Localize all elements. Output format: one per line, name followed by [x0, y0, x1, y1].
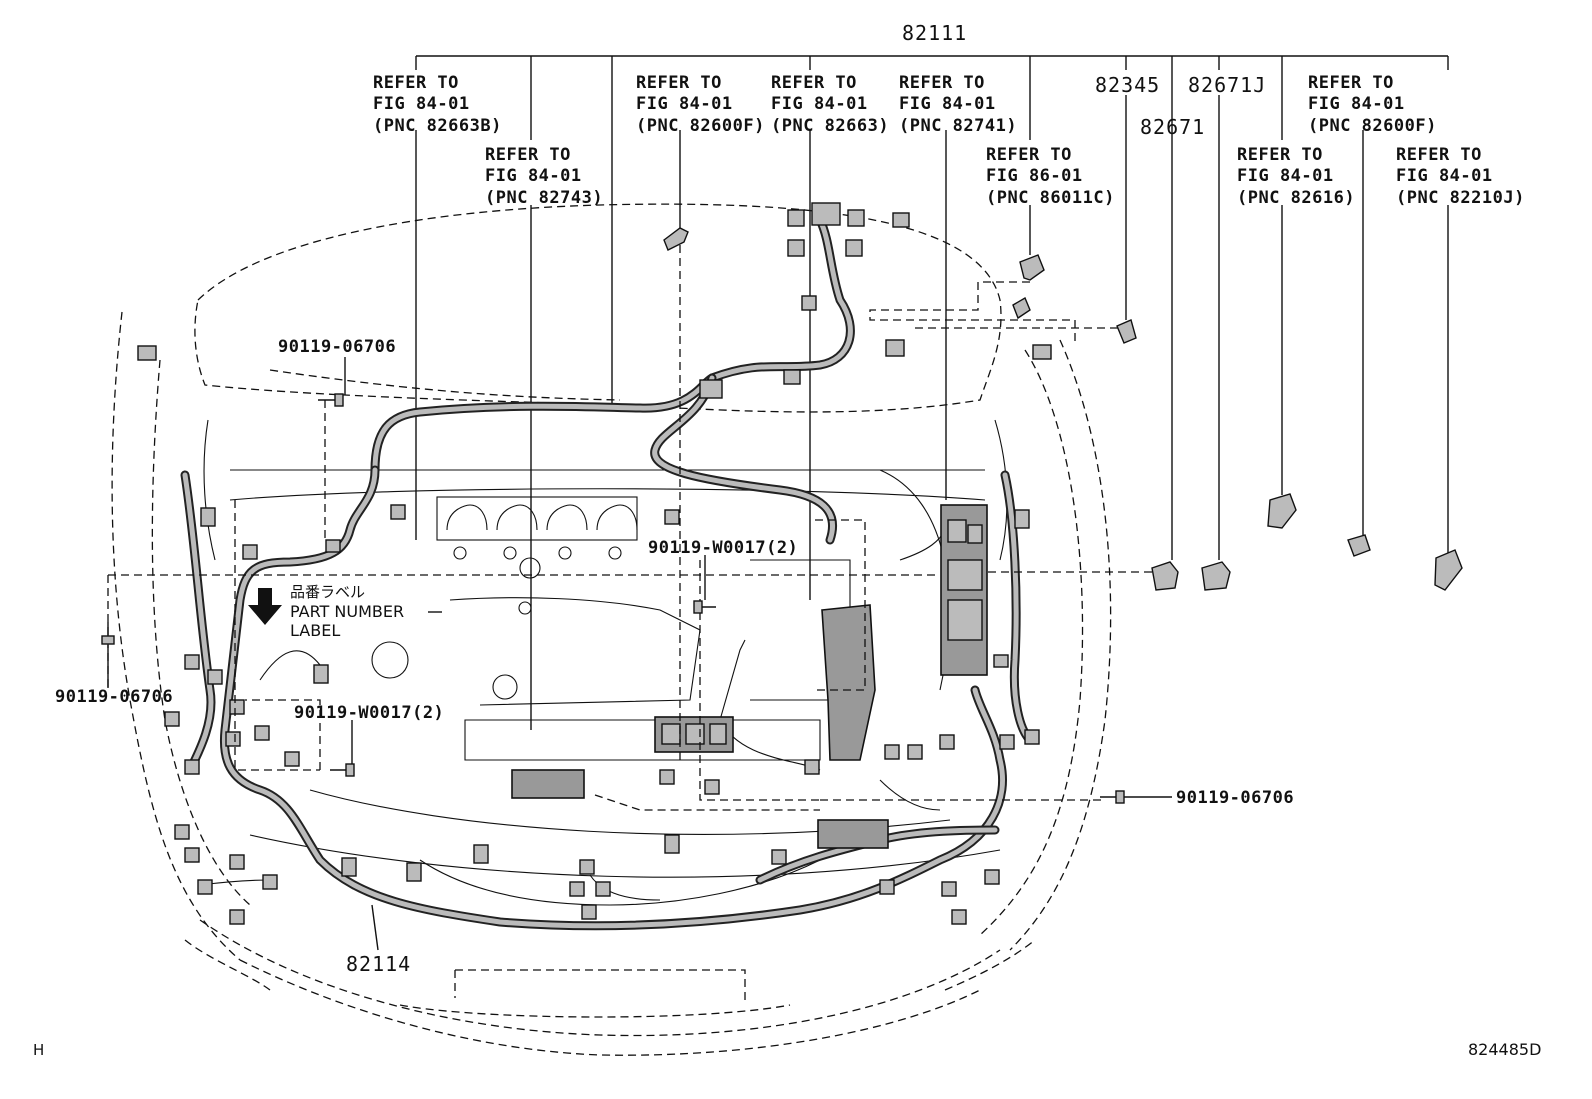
refer-text: REFER TO: [485, 145, 571, 165]
fig-text: FIG 84-01: [1308, 94, 1405, 114]
harness-main: [180, 215, 1035, 931]
fig-text: FIG 84-01: [899, 94, 996, 114]
refer-82663b: REFER TO FIG 84-01 (PNC 82663B): [373, 73, 502, 136]
pnc-text: (PNC 82600F): [636, 116, 765, 136]
reference-lines: [107, 245, 1152, 811]
pnc-text: (PNC 82663): [771, 116, 889, 136]
detached-parts: [663, 227, 1463, 591]
pnc-text: (PNC 86011C): [986, 188, 1115, 208]
label-part-number-text: PART NUMBER: [290, 602, 404, 621]
refer-text: REFER TO: [636, 73, 722, 93]
refer-text: REFER TO: [771, 73, 857, 93]
pnc-text: (PNC 82741): [899, 116, 1017, 136]
bolt-icon: [1100, 790, 1125, 804]
bolt-06706-label: 90119-06706: [55, 687, 173, 707]
bolt-w0017-label: 90119-W0017(2): [294, 703, 444, 723]
pnc-text: (PNC 82663B): [373, 116, 502, 136]
bolt-icon: [330, 763, 355, 777]
refer-82600f-b: REFER TO FIG 84-01 (PNC 82600F): [1308, 73, 1437, 136]
refer-text: REFER TO: [986, 145, 1072, 165]
fig-text: FIG 84-01: [1396, 166, 1493, 186]
corner-marker: H: [33, 1041, 44, 1059]
refer-text: REFER TO: [899, 73, 985, 93]
bolt-06706-label: 90119-06706: [1176, 788, 1294, 808]
bolt-icon: [101, 622, 115, 645]
refer-82616: REFER TO FIG 84-01 (PNC 82616): [1237, 145, 1355, 208]
label-label-text: LABEL: [290, 621, 340, 640]
relay-blocks: [511, 504, 988, 849]
fig-text: FIG 84-01: [1237, 166, 1334, 186]
pnc-text: (PNC 82210J): [1396, 188, 1525, 208]
part-number-label-callout: 品番ラベル PART NUMBER LABEL: [248, 583, 442, 640]
fig-text: FIG 84-01: [636, 94, 733, 114]
pnc-text: (PNC 82743): [485, 188, 603, 208]
pnc-text: (PNC 82616): [1237, 188, 1355, 208]
fig-text: FIG 86-01: [986, 166, 1083, 186]
refer-text: REFER TO: [1308, 73, 1394, 93]
refer-82663: REFER TO FIG 84-01 (PNC 82663): [771, 73, 889, 136]
arrow-down-icon: [248, 588, 282, 625]
refer-82210j: REFER TO FIG 84-01 (PNC 82210J): [1396, 145, 1525, 208]
bolt-icon: [318, 393, 344, 407]
figure-id: 824485D: [1468, 1040, 1541, 1059]
bolt-icon: [693, 600, 716, 614]
fig-text: FIG 84-01: [771, 94, 868, 114]
pnc-text: (PNC 82600F): [1308, 116, 1437, 136]
refer-86011c: REFER TO FIG 86-01 (PNC 86011C): [986, 145, 1115, 208]
connectors: [137, 202, 1052, 925]
leader: [371, 904, 379, 951]
refer-82600f-a: REFER TO FIG 84-01 (PNC 82600F): [636, 73, 765, 136]
refer-text: REFER TO: [1396, 145, 1482, 165]
part-82671j-label: 82671J: [1188, 73, 1266, 97]
refer-text: REFER TO: [373, 73, 459, 93]
label-jp-text: 品番ラベル: [290, 583, 365, 601]
part-82114-label: 82114: [346, 952, 411, 976]
bolt-06706-label: 90119-06706: [278, 337, 396, 357]
part-82111-label: 82111: [902, 21, 967, 45]
bolt-icons: [101, 393, 1125, 804]
bolt-w0017-label: 90119-W0017(2): [648, 538, 798, 558]
part-82671-label: 82671: [1140, 115, 1205, 139]
vehicle-outline: [111, 203, 1112, 1056]
fig-text: FIG 84-01: [373, 94, 470, 114]
part-82345-label: 82345: [1095, 73, 1160, 97]
fig-text: FIG 84-01: [485, 166, 582, 186]
refer-82741: REFER TO FIG 84-01 (PNC 82741): [899, 73, 1017, 136]
refer-text: REFER TO: [1237, 145, 1323, 165]
refer-82743: REFER TO FIG 84-01 (PNC 82743): [485, 145, 603, 208]
